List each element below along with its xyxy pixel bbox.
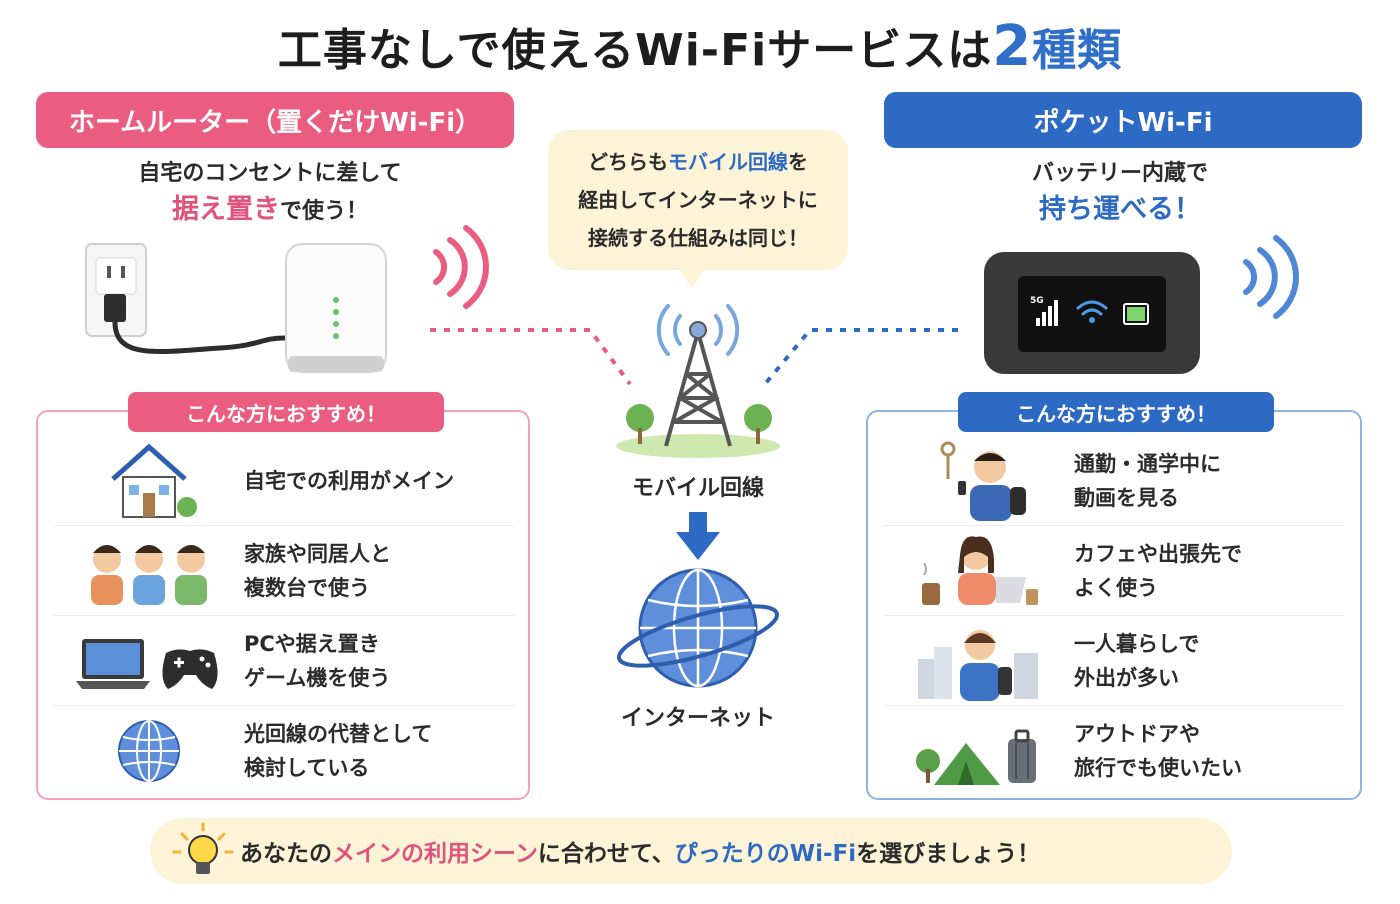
list-item-text: 一人暮らしで 外出が多い (1074, 631, 1200, 690)
list-item-text: 光回線の代替として 検討している (244, 722, 433, 780)
arrow-down-icon (676, 512, 720, 560)
pocket-wifi-recommend-list: 通勤・通学中に 動画を見る カフェや出張先で よく使う (884, 436, 1344, 796)
recommend-tag-label: こんな方におすすめ！ (1016, 401, 1216, 426)
list-item: PCや据え置き ゲーム機を使う (54, 616, 514, 706)
list-item: 通勤・通学中に 動画を見る (884, 436, 1344, 526)
mobile-tower-icon (616, 304, 780, 458)
list-item: 一人暮らしで 外出が多い (884, 616, 1344, 706)
banner-text-1: あなたの (240, 841, 332, 867)
title-prefix: 工事なしで使えるWi-Fiサービスは (277, 25, 993, 76)
globe-icon (54, 709, 244, 793)
mobile-line-label: モバイル回線 (631, 476, 764, 501)
internet-globe-icon (616, 568, 780, 688)
bubble-text-2: 経由してインターネットに (578, 188, 818, 212)
list-item: カフェや出張先で よく使う (884, 526, 1344, 616)
home-router-recommend-list: 自宅での利用がメイン 家族や同居人と 複数台で使う (54, 436, 514, 796)
home-router-pill-label: ホームルーター（置くだけWi-Fi） (68, 107, 482, 138)
list-item-text: アウトドアや 旅行でも使いたい (1074, 722, 1242, 780)
list-item: 光回線の代替として 検討している (54, 706, 514, 796)
list-item-text: 家族や同居人と 複数台で使う (244, 541, 391, 600)
home-router-description: 自宅のコンセントに差して 据え置きで使う！ (60, 156, 480, 230)
pocket-signal-icon (1243, 235, 1300, 319)
family-icon (54, 529, 244, 613)
home-router-pill: ホームルーター（置くだけWi-Fi） (36, 92, 514, 148)
banner-text-2: メインの利用シーン (332, 841, 538, 867)
page-title: 工事なしで使えるWi-Fiサービスは2種類 (0, 14, 1400, 79)
bubble-text-1b: モバイル回線 (668, 150, 788, 174)
bubble-text-3: 接続する仕組みは同じ！ (588, 226, 808, 250)
banner-text-5: を選びましょう！ (856, 841, 1041, 867)
house-icon (54, 439, 244, 523)
pocket-wifi-device-icon (984, 252, 1200, 374)
title-number: 2 (992, 14, 1033, 79)
title-suffix: 種類 (1032, 25, 1123, 76)
list-item-text: カフェや出張先で よく使う (1074, 541, 1242, 600)
right-connection-line (763, 328, 958, 386)
single-person-icon (884, 619, 1074, 703)
router-signal-icon (433, 225, 490, 309)
list-item: 自宅での利用がメイン (54, 436, 514, 526)
home-router-desc-line1: 自宅のコンセントに差して (138, 161, 402, 186)
home-router-icon (285, 243, 387, 373)
list-item: 家族や同居人と 複数台で使う (54, 526, 514, 616)
left-connection-line (430, 328, 632, 386)
pocket-wifi-recommend-tag: こんな方におすすめ！ (958, 392, 1274, 432)
list-item-text: 通勤・通学中に 動画を見る (1074, 451, 1221, 510)
pocket-wifi-pill: ポケットWi-Fi (884, 92, 1362, 148)
home-router-recommend-tag: こんな方におすすめ！ (128, 392, 444, 432)
cafe-worker-icon (884, 529, 1074, 613)
signal-type-label: 5G (1030, 296, 1044, 306)
recommend-tag-label: こんな方におすすめ！ (186, 401, 386, 426)
pocket-wifi-desc-emph: 持ち運べる！ (1039, 194, 1201, 225)
banner-text-4: ぴったりのWi-Fi (674, 841, 857, 867)
lightbulb-icon (172, 822, 234, 874)
bubble-tail (678, 268, 706, 288)
list-item-text: 自宅での利用がメイン (244, 468, 454, 493)
explanation-bubble: どちらもモバイル回線を 経由してインターネットに 接続する仕組みは同じ！ (548, 130, 848, 270)
tent-suitcase-icon (884, 709, 1074, 793)
home-router-recommend-box: 自宅での利用がメイン 家族や同居人と 複数台で使う (36, 410, 530, 800)
pocket-wifi-pill-label: ポケットWi-Fi (1033, 107, 1213, 138)
list-item-text: PCや据え置き ゲーム機を使う (244, 631, 391, 690)
laptop-gamepad-icon (54, 619, 244, 703)
internet-label: インターネット (620, 706, 775, 731)
pocket-wifi-description: バッテリー内蔵で 持ち運べる！ (910, 156, 1330, 230)
pocket-wifi-desc-line1: バッテリー内蔵で (1031, 161, 1208, 186)
bubble-text-1c: を (788, 150, 808, 174)
banner-text-3: に合わせて、 (537, 841, 675, 867)
home-router-desc-tail: で使う！ (279, 199, 368, 224)
home-router-desc-emph: 据え置き (171, 194, 280, 225)
list-item: アウトドアや 旅行でも使いたい (884, 706, 1344, 796)
commuter-icon (884, 439, 1074, 523)
pocket-wifi-recommend-box: 通勤・通学中に 動画を見る カフェや出張先で よく使う (866, 410, 1362, 800)
wall-outlet-icon (85, 243, 287, 354)
bubble-text-1a: どちらも (588, 150, 668, 174)
